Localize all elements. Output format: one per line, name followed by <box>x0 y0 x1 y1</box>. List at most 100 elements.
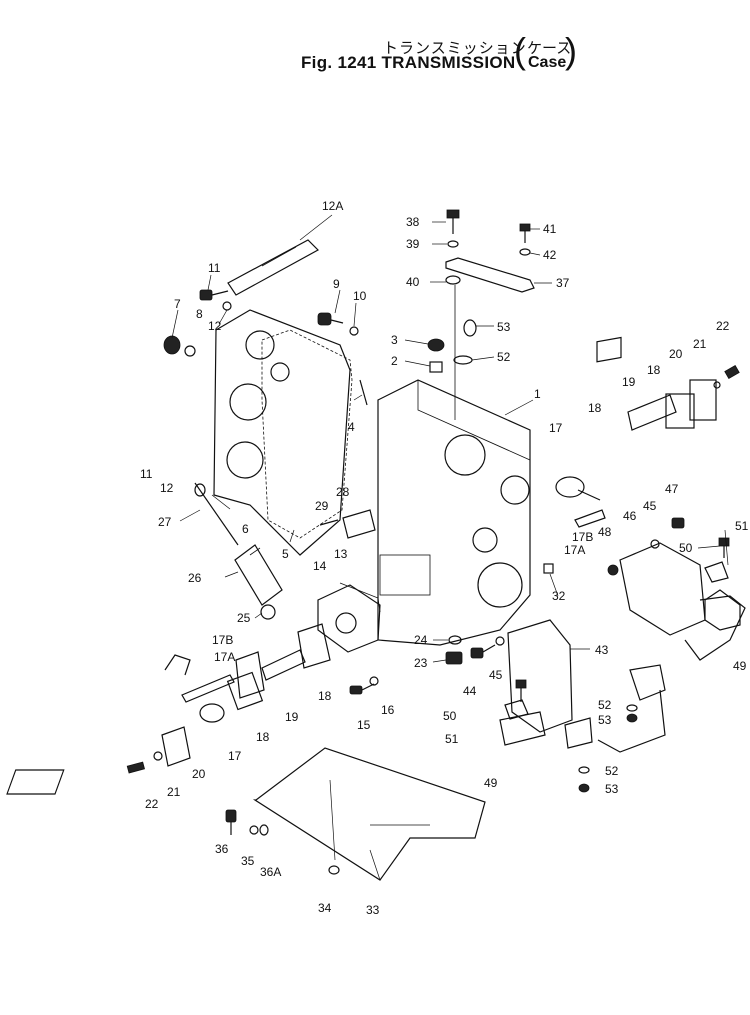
callout-39: 39 <box>406 237 420 251</box>
callout-21: 21 <box>693 337 707 351</box>
callout-17B-lower: 17B <box>212 633 233 647</box>
callout-38: 38 <box>406 215 420 229</box>
bolt-15 <box>349 676 379 695</box>
callout-17b: 17 <box>228 749 242 763</box>
callout-51b: 51 <box>445 732 459 746</box>
callout-15: 15 <box>357 718 371 732</box>
figure-header: トランスミッション Fig. 1241 TRANSMISSION ( ケース C… <box>0 0 750 80</box>
callout-20: 20 <box>669 347 683 361</box>
cover-plate-43 <box>507 619 573 733</box>
plug-23 <box>445 635 463 665</box>
figure-title-english: TRANSMISSION <box>381 53 516 72</box>
callout-32: 32 <box>552 589 566 603</box>
callout-1: 1 <box>534 387 541 401</box>
callout-26: 26 <box>188 571 202 585</box>
callout-18c: 18 <box>318 689 332 703</box>
callout-12b: 12 <box>160 481 174 495</box>
callout-2: 2 <box>391 354 398 368</box>
callout-6: 6 <box>242 522 249 536</box>
callout-8: 8 <box>196 307 203 321</box>
callout-53c: 53 <box>605 782 619 796</box>
callout-36: 36 <box>215 842 229 856</box>
close-paren-glyph: ) <box>565 30 577 71</box>
callout-49: 49 <box>733 659 747 673</box>
callout-43: 43 <box>595 643 609 657</box>
bracket-37 <box>445 209 535 420</box>
bolt-11-upper <box>199 289 232 311</box>
callout-40: 40 <box>406 275 420 289</box>
bracket-49-right <box>597 589 741 753</box>
callout-52: 52 <box>497 350 511 364</box>
callout-12: 12 <box>208 319 222 333</box>
callout-42: 42 <box>543 248 557 262</box>
sleeve-17-upper <box>555 476 606 528</box>
callout-13: 13 <box>334 547 348 561</box>
callout-53b: 53 <box>598 713 612 727</box>
callout-3: 3 <box>391 333 398 347</box>
breather-cap-3 <box>427 338 445 373</box>
callout-labels: 12A 11 12 7 8 9 10 38 39 40 41 42 37 3 5… <box>140 199 749 917</box>
dowel-pin-4 <box>359 379 368 406</box>
callout-17A-lower: 17A <box>214 650 235 664</box>
callout-52b: 52 <box>598 698 612 712</box>
callout-17B: 17B <box>572 530 593 544</box>
callout-11b: 11 <box>140 467 153 481</box>
callout-29: 29 <box>315 499 329 513</box>
plate-46 <box>619 542 746 661</box>
callout-44: 44 <box>463 684 477 698</box>
title-japanese: トランスミッション <box>383 40 527 57</box>
callout-24: 24 <box>414 633 428 647</box>
callout-46: 46 <box>623 509 637 523</box>
callout-53: 53 <box>497 320 511 334</box>
leader-lines <box>171 214 729 881</box>
callout-10: 10 <box>353 289 367 303</box>
callout-52c: 52 <box>605 764 619 778</box>
callout-28: 28 <box>336 485 350 499</box>
callout-27: 27 <box>158 515 172 529</box>
callout-23: 23 <box>414 656 428 670</box>
callout-17: 17 <box>549 421 563 435</box>
nuts-52-53 <box>578 704 638 793</box>
callout-20b: 20 <box>192 767 206 781</box>
callout-12A: 12A <box>322 199 343 213</box>
bolt-44 <box>470 636 505 659</box>
figure-number: Fig. 1241 <box>301 53 377 72</box>
gasket-5 <box>261 329 353 539</box>
callout-17A: 17A <box>564 543 585 557</box>
callout-22b: 22 <box>145 797 159 811</box>
callout-25: 25 <box>237 611 251 625</box>
callout-48: 48 <box>598 525 612 539</box>
callout-18: 18 <box>647 363 661 377</box>
subtitle-english: Case <box>528 54 567 71</box>
bolts-34-36 <box>225 809 340 875</box>
callout-7: 7 <box>174 297 181 311</box>
breather-tube-12A <box>227 239 319 296</box>
plug-7 <box>163 335 196 357</box>
callout-19: 19 <box>622 375 636 389</box>
left-pipe-assembly <box>126 623 331 774</box>
transmission-case-1 <box>377 379 531 646</box>
bolt-50-lower <box>504 679 529 720</box>
callout-34: 34 <box>318 901 332 915</box>
callout-41: 41 <box>543 222 557 236</box>
callout-4: 4 <box>348 420 355 434</box>
callout-45b: 45 <box>489 668 503 682</box>
right-pipe-assembly <box>596 336 740 431</box>
eye-bolt-53 <box>453 319 477 365</box>
callout-9: 9 <box>333 277 340 291</box>
under-cover-33 <box>6 747 486 881</box>
cover-14 <box>317 582 381 653</box>
callout-37: 37 <box>556 276 570 290</box>
callout-51: 51 <box>735 519 749 533</box>
bolts-47-48 <box>607 517 730 583</box>
callout-18b: 18 <box>588 401 602 415</box>
plug-32 <box>543 563 554 574</box>
callout-18d: 18 <box>256 730 270 744</box>
callout-50: 50 <box>679 541 693 555</box>
bolt-9 <box>317 312 359 336</box>
subtitle-japanese: ケース <box>527 40 572 57</box>
front-cover-6 <box>213 309 351 556</box>
callout-19b: 19 <box>285 710 299 724</box>
dipstick-27 <box>194 482 239 546</box>
callout-47: 47 <box>665 482 679 496</box>
